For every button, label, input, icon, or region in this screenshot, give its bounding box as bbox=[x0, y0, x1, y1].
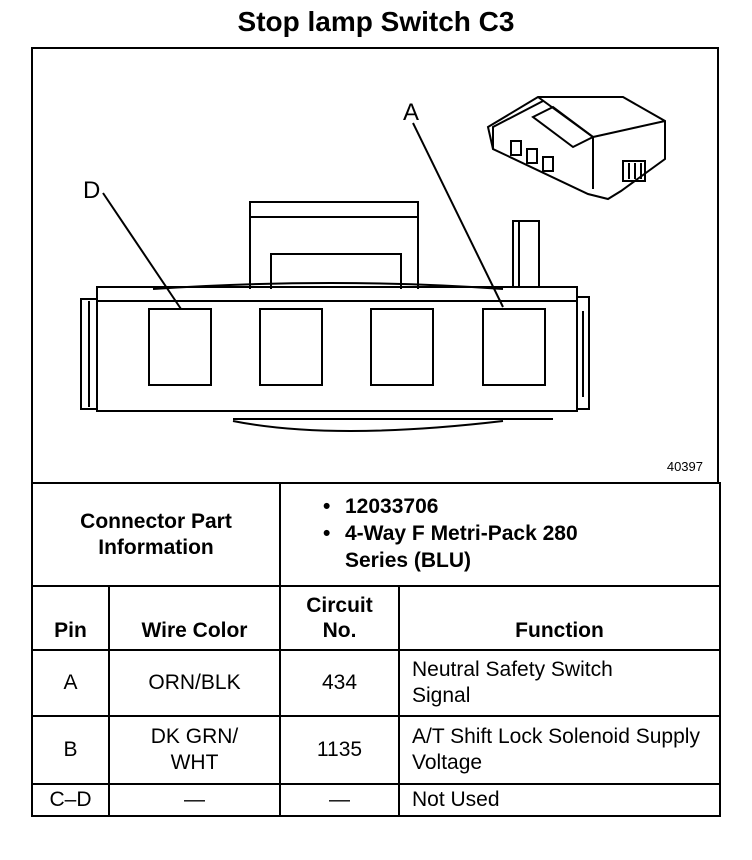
function-cell: Not Used bbox=[398, 783, 721, 817]
connector-info-values: 12033706 4-Way F Metri-Pack 280 Series (… bbox=[279, 482, 721, 587]
header-circuit: Circuit No. bbox=[279, 585, 400, 651]
cavity-c bbox=[259, 308, 323, 386]
circuit-cell: — bbox=[279, 783, 400, 817]
pin-cell: C–D bbox=[31, 783, 110, 817]
header-pin: Pin bbox=[31, 585, 110, 651]
cavity-b bbox=[370, 308, 434, 386]
wire-color-cell: DK GRN/ WHT bbox=[108, 715, 281, 785]
pin-label-d: D bbox=[83, 177, 101, 204]
function-cell: A/T Shift Lock Solenoid Supply Voltage bbox=[398, 715, 721, 785]
leader-line-d bbox=[102, 192, 182, 310]
table-row: B DK GRN/ WHT 1135 A/T Shift Lock Soleno… bbox=[31, 715, 721, 785]
connector-tower bbox=[512, 220, 540, 287]
connector-iso-sketch bbox=[486, 96, 666, 201]
page-title: Stop lamp Switch C3 bbox=[237, 6, 515, 37]
table-row: C–D — — Not Used bbox=[31, 783, 721, 817]
connector-table: Connector Part Information 12033706 4-Wa… bbox=[31, 482, 721, 817]
left-ear bbox=[80, 298, 97, 410]
wire-color-cell: ORN/BLK bbox=[108, 649, 281, 717]
pin-cell: A bbox=[31, 649, 110, 717]
figure-number: 40397 bbox=[666, 459, 703, 474]
circuit-cell: 434 bbox=[279, 649, 400, 717]
wire-color-cell: — bbox=[108, 783, 281, 817]
connector-type: 4-Way F Metri-Pack 280 Series (BLU) bbox=[323, 520, 709, 574]
connector-info-label: Connector Part Information bbox=[31, 482, 281, 587]
cavity-d bbox=[148, 308, 212, 386]
right-ear bbox=[577, 296, 590, 410]
connector-drawing bbox=[80, 96, 666, 432]
connector-info-row: Connector Part Information 12033706 4-Wa… bbox=[31, 482, 721, 587]
circuit-cell: 1135 bbox=[279, 715, 400, 785]
table-row: A ORN/BLK 434 Neutral Safety Switch Sign… bbox=[31, 649, 721, 717]
header-row: Pin Wire Color Circuit No. Function bbox=[31, 585, 721, 651]
function-cell: Neutral Safety Switch Signal bbox=[398, 649, 721, 717]
connector-body bbox=[96, 286, 578, 412]
pin-label-a: A bbox=[403, 99, 420, 126]
cavity-a bbox=[482, 308, 546, 386]
header-function: Function bbox=[398, 585, 721, 651]
connector-part-number: 12033706 bbox=[323, 493, 709, 520]
connector-latch bbox=[249, 201, 419, 289]
connector-figure: A D 40397 bbox=[31, 47, 719, 484]
header-wire-color: Wire Color bbox=[108, 585, 281, 651]
leader-line-a bbox=[412, 122, 504, 308]
pin-cell: B bbox=[31, 715, 110, 785]
